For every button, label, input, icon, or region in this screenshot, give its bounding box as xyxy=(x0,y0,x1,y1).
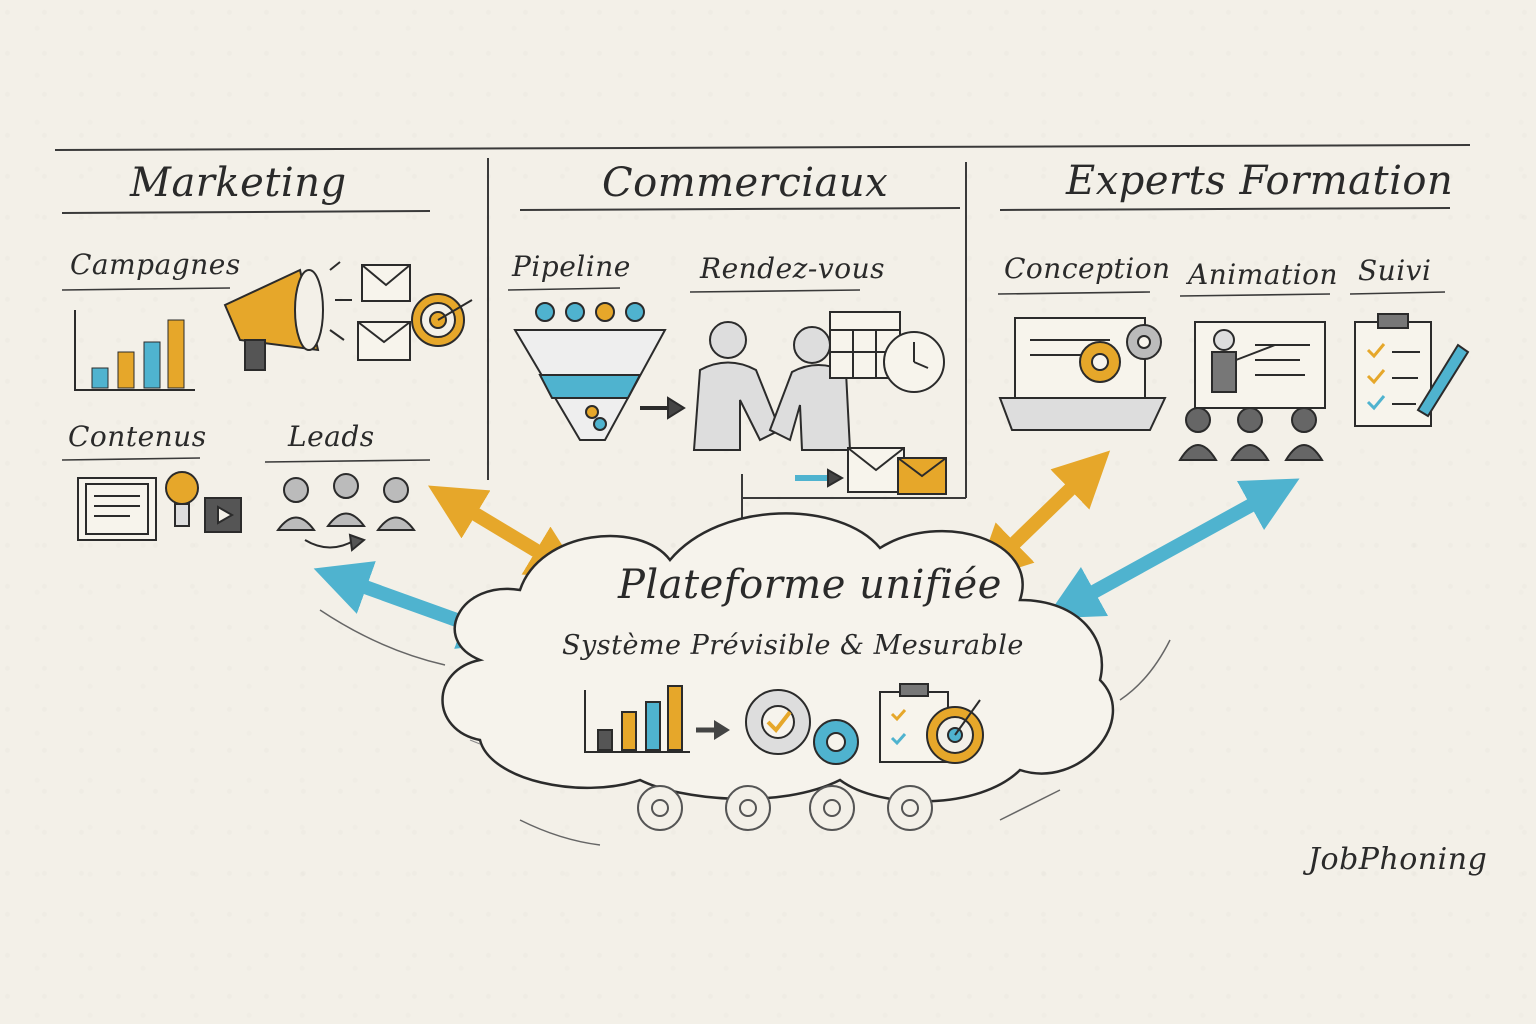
handshake-icon xyxy=(692,321,852,451)
conception-laptop-icon xyxy=(998,317,1167,431)
pipeline-funnel-icon xyxy=(513,302,686,441)
platform-title: Plateforme unifiée xyxy=(618,562,1002,608)
label-rendez-vous: Rendez-vous xyxy=(700,252,885,285)
label-contenus: Contenus xyxy=(68,420,207,453)
cloud-bar-chart-icon xyxy=(584,685,690,753)
leads-people-icon xyxy=(276,473,416,552)
connection-arrows xyxy=(313,450,1300,649)
cloud-arrow-icon xyxy=(696,720,730,740)
platform-subtitle: Système Prévisible & Mesurable xyxy=(562,630,1024,661)
brand-logo-text: JobPhoning xyxy=(1308,842,1488,877)
megaphone-icon xyxy=(223,261,352,371)
label-leads: Leads xyxy=(288,420,375,453)
section-title-marketing: Marketing xyxy=(130,160,347,206)
frame-lines xyxy=(54,144,1471,520)
email-target-icon xyxy=(357,264,473,361)
label-campagnes: Campagnes xyxy=(70,248,241,281)
suivi-clipboard-icon xyxy=(1354,313,1470,427)
label-suivi: Suivi xyxy=(1358,254,1432,287)
rendez-vous-mail-icon xyxy=(795,447,947,495)
campagnes-bar-chart-icon xyxy=(74,310,195,391)
gears-under-cloud-icon xyxy=(637,785,933,831)
contenus-icon xyxy=(77,471,242,541)
cloud-gears-icon xyxy=(745,689,859,765)
label-conception: Conception xyxy=(1004,252,1171,285)
animation-trainer-icon xyxy=(1178,321,1326,461)
cloud-checklist-target-icon xyxy=(879,683,984,764)
label-pipeline: Pipeline xyxy=(512,250,631,283)
section-title-commerciaux: Commerciaux xyxy=(602,160,889,206)
calendar-clock-icon xyxy=(829,311,945,393)
section-title-experts: Experts Formation xyxy=(1066,158,1454,204)
motion-lines xyxy=(319,609,1171,846)
label-animation: Animation xyxy=(1188,258,1339,291)
subhead-underlines xyxy=(61,287,1446,463)
